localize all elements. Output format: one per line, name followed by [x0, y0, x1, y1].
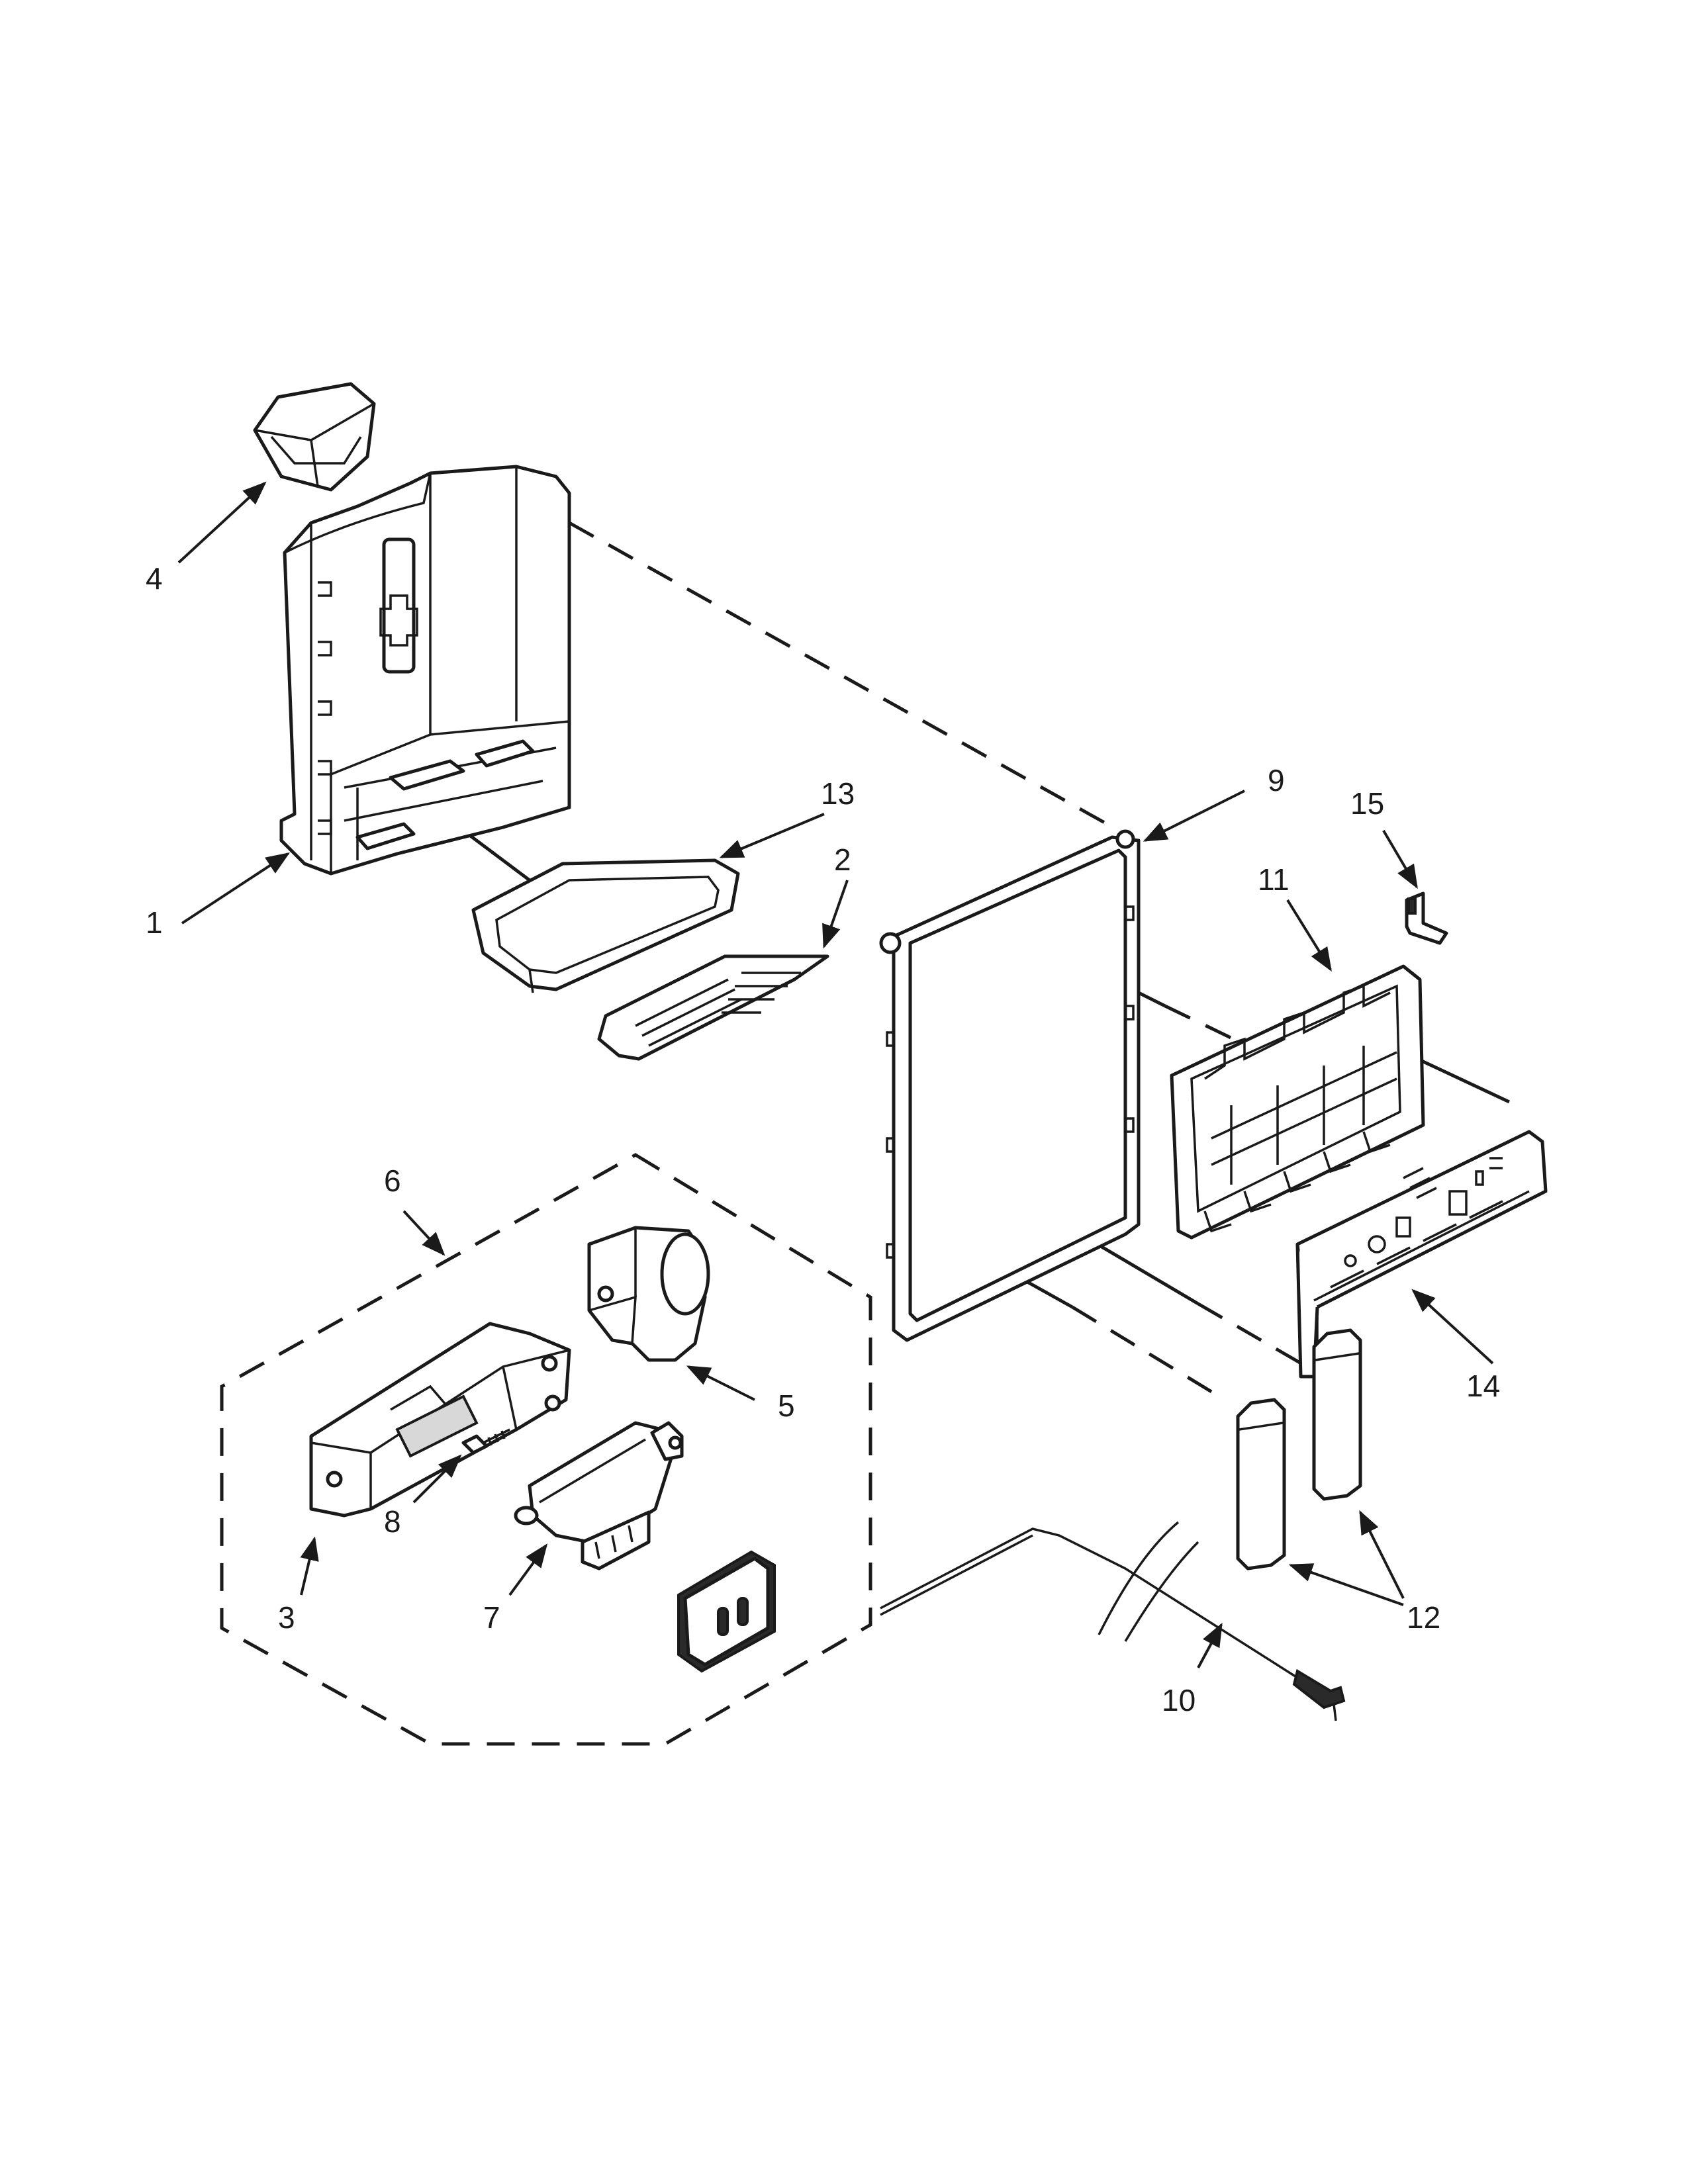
- part-10-harness: [880, 1521, 1346, 1721]
- callout-5: 5: [778, 1388, 795, 1423]
- callout-11: 11: [1258, 862, 1289, 897]
- part-13-drip-tray: [471, 858, 740, 993]
- part-6-group-boundary: [220, 1153, 872, 1746]
- callout-12: 12: [1407, 1600, 1440, 1635]
- callout-7: 7: [483, 1600, 500, 1635]
- callout-8: 8: [384, 1504, 401, 1539]
- part-6-pad: [677, 1550, 776, 1673]
- part-9-gasket-frame: [879, 829, 1141, 1342]
- callout-9: 9: [1268, 763, 1285, 797]
- callout-4: 4: [146, 561, 163, 596]
- part-7-actuator: [514, 1421, 684, 1570]
- callout-10: 10: [1162, 1683, 1196, 1717]
- part-14-control-panel: [1295, 1130, 1548, 1379]
- callout-13: 13: [821, 776, 855, 811]
- part-4-cap: [253, 382, 376, 492]
- part-1-housing: [279, 465, 571, 876]
- callout-6: 6: [384, 1163, 401, 1198]
- callout-1: 1: [146, 905, 163, 940]
- callout-15: 15: [1350, 786, 1384, 821]
- part-8-screw: [461, 1428, 510, 1455]
- callouts: 1 2 3 4 5 6 7 8 9 10 11 12: [146, 481, 1500, 1717]
- part-11-board-housing: [1170, 964, 1425, 1240]
- callout-3: 3: [278, 1600, 295, 1635]
- part-3-bracket-plate: [309, 1322, 571, 1518]
- part-5-motor: [587, 1226, 710, 1362]
- part-15-bracket: [1405, 891, 1448, 945]
- part-2-grille: [597, 954, 829, 1061]
- callout-2: 2: [834, 842, 851, 877]
- callout-14: 14: [1466, 1369, 1500, 1403]
- part-12-pads: [1236, 1328, 1362, 1570]
